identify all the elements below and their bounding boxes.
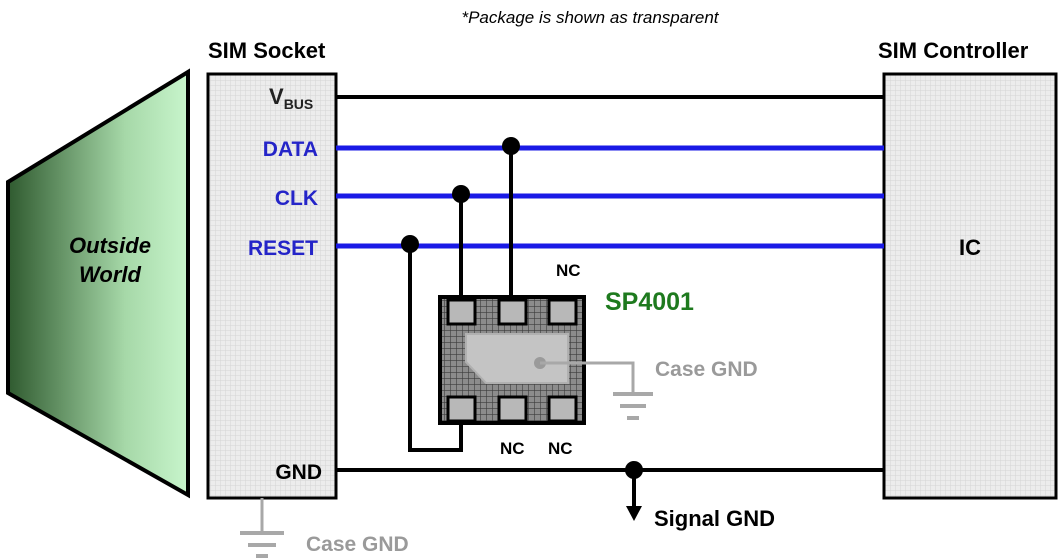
chip-pin-top-middle bbox=[497, 298, 528, 326]
chip-pin-bottom-left bbox=[446, 395, 477, 423]
clk-pin-label: CLK bbox=[275, 187, 318, 210]
outside-world-label-line1: Outside bbox=[69, 233, 151, 258]
chip-pin-top-left bbox=[446, 298, 477, 326]
chip-pin-bottom-middle bbox=[497, 395, 528, 423]
outside-world-shape bbox=[6, 68, 190, 499]
nc-bottom-right-label: NC bbox=[548, 439, 573, 458]
sim-socket-title: SIM Socket bbox=[208, 38, 326, 63]
vbus-label: VBUS bbox=[269, 84, 313, 112]
ic-label: IC bbox=[959, 235, 981, 260]
data-junction bbox=[502, 137, 520, 155]
reset-junction bbox=[401, 235, 419, 253]
chip-pin-top-right bbox=[547, 298, 578, 326]
transparency-note: *Package is shown as transparent bbox=[461, 8, 719, 27]
case-gnd-wire bbox=[540, 361, 635, 392]
clk-junction bbox=[452, 185, 470, 203]
data-pin-label: DATA bbox=[263, 138, 318, 161]
reset-tap-wire bbox=[408, 244, 463, 452]
signal-gnd-arrow-icon bbox=[626, 506, 642, 521]
reset-pin-label: RESET bbox=[248, 237, 318, 260]
nc-top-label: NC bbox=[556, 261, 581, 280]
gnd-pin-label: GND bbox=[275, 461, 322, 484]
signal-gnd-label: Signal GND bbox=[654, 506, 775, 531]
chip-die-pad bbox=[465, 333, 569, 384]
outside-world-label-line2: World bbox=[79, 262, 141, 287]
sp4001-chip-name: SP4001 bbox=[605, 288, 694, 316]
chip-case-gnd-label: Case GND bbox=[655, 358, 758, 381]
sim-controller-title: SIM Controller bbox=[878, 38, 1029, 63]
chip-pin-bottom-right bbox=[547, 395, 578, 423]
sim-socket-box bbox=[206, 72, 338, 500]
socket-case-gnd-label: Case GND bbox=[306, 533, 409, 556]
sim-controller-box bbox=[882, 72, 1058, 500]
nc-bottom-left-label: NC bbox=[500, 439, 525, 458]
